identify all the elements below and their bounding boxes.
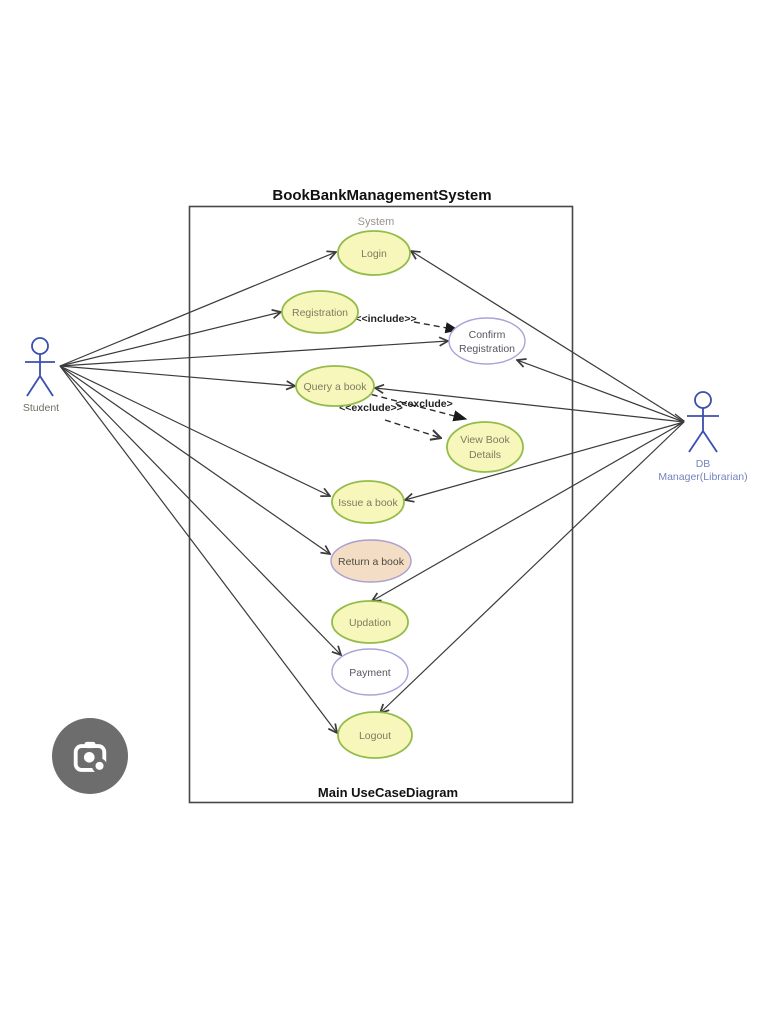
usecase-confirm-registration: Confirm Registration <box>448 317 526 365</box>
usecase-logout: Logout <box>337 711 413 759</box>
dependency-include-arrow <box>413 321 460 334</box>
association-dbmanager-updation <box>372 421 685 601</box>
usecase-updation: Updation <box>331 600 409 644</box>
actor-student-label: Student <box>23 402 59 414</box>
association-student-registration <box>59 312 281 367</box>
usecase-confirm-registration-label-line2: Registration <box>459 343 515 355</box>
stereotype-exclude-label-a: <<exclude>> <box>339 402 403 414</box>
usecase-query-book-label: Query a book <box>303 381 367 393</box>
dependency-exclude-arrow-a <box>361 391 468 422</box>
usecase-payment-label: Payment <box>349 667 391 679</box>
lens-search-button[interactable] <box>52 718 128 794</box>
association-student-confirm-registration <box>59 341 448 367</box>
actor-db-manager-figure <box>694 391 712 409</box>
camera-lens-icon <box>73 741 108 774</box>
usecase-query-book: Query a book <box>295 365 375 407</box>
usecase-return-book: Return a book <box>330 539 412 583</box>
diagram-title: BookBankManagementSystem <box>272 187 491 204</box>
usecase-issue-book-label: Issue a book <box>338 497 398 509</box>
arrowhead-into-dbmanager <box>673 413 686 429</box>
association-dbmanager-login <box>411 251 685 423</box>
usecase-issue-book: Issue a book <box>331 480 405 524</box>
usecase-logout-label: Logout <box>359 730 391 742</box>
association-student-query-book <box>59 365 295 386</box>
actor-db-manager: DB Manager(Librarian) <box>658 391 748 483</box>
association-student-issue-book <box>59 365 330 496</box>
association-dbmanager-issue-book <box>405 421 685 500</box>
association-dbmanager-logout <box>380 421 685 713</box>
association-student-logout <box>59 365 337 733</box>
system-boundary-box <box>188 205 574 804</box>
usecase-return-book-label: Return a book <box>338 556 405 568</box>
association-dbmanager-query-book <box>375 388 685 423</box>
usecase-registration: Registration <box>281 290 359 334</box>
actor-student: Student <box>23 337 59 414</box>
association-dbmanager-confirm-registration <box>517 360 685 423</box>
association-student-login <box>59 252 336 367</box>
dependency-exclude-arrow-b <box>384 419 441 438</box>
usecase-login: Login <box>337 230 411 276</box>
diagram-footer-title: Main UseCaseDiagram <box>318 785 458 800</box>
association-student-payment <box>59 365 341 655</box>
actor-db-manager-label-line1: DB <box>696 458 711 470</box>
stereotype-exclude-label-b: <<exclude> <box>395 398 453 410</box>
usecase-login-label: Login <box>361 248 387 260</box>
usecase-registration-label: Registration <box>292 307 348 319</box>
usecase-view-book-details-label-line2: Details <box>469 449 501 461</box>
usecase-view-book-details: View Book Details <box>446 421 524 473</box>
association-student-return-book <box>59 365 330 554</box>
actor-student-figure <box>31 337 49 355</box>
actor-db-manager-label-line2: Manager(Librarian) <box>658 471 747 483</box>
usecase-view-book-details-label-line1: View Book <box>460 434 510 446</box>
usecase-payment: Payment <box>331 648 409 696</box>
stereotype-include-label: <<include>> <box>355 313 416 325</box>
usecase-updation-label: Updation <box>349 617 391 629</box>
usecase-confirm-registration-label-line1: Confirm <box>469 329 506 341</box>
system-label: System <box>358 216 395 228</box>
